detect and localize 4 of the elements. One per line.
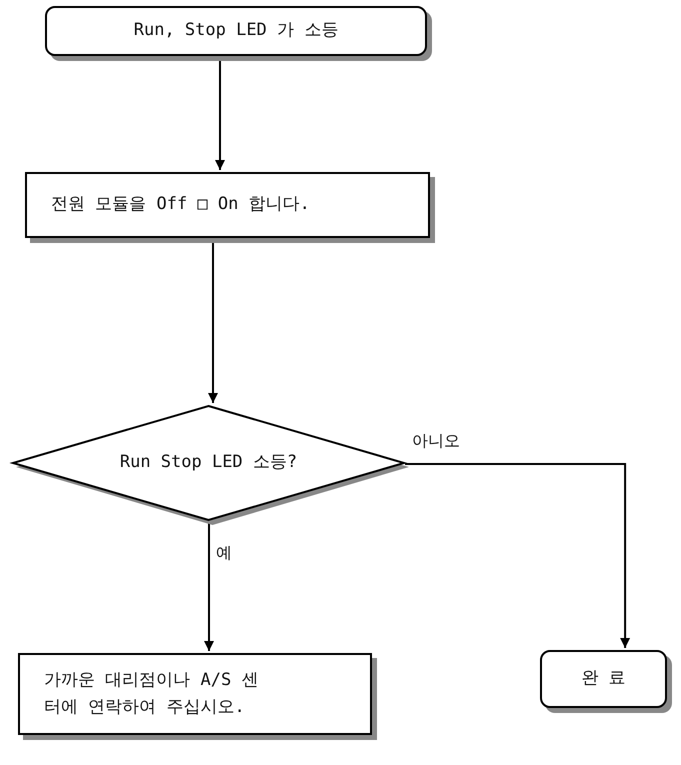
arrow [204, 523, 214, 651]
arrow [208, 240, 218, 403]
arrow [215, 58, 225, 170]
arrow [405, 463, 630, 648]
